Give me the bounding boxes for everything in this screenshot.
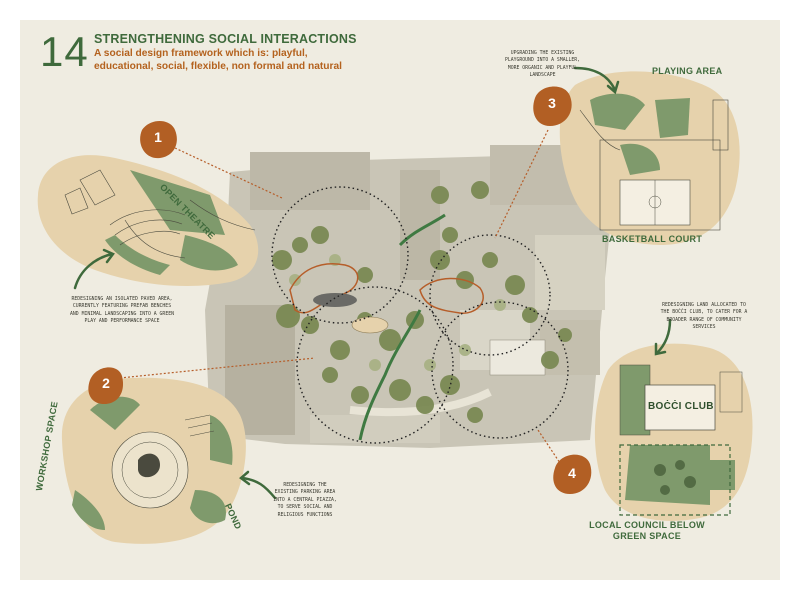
note-2: REDESIGNING THE EXISTING PARKING AREA IN… (265, 482, 345, 519)
note-3-line: MORE ORGANIC AND PLAYFUL (507, 65, 578, 71)
subtitle-line-1: A social design framework which is: play… (94, 48, 308, 59)
note-4: REDESIGNING LAND ALLOCATED TO THE BOĊĊI … (648, 302, 760, 332)
note-2-line: RELIGIOUS FUNCTIONS (277, 512, 333, 518)
note-2-line: TO SERVE SOCIAL AND (277, 505, 333, 511)
note-4-line: SERVICES (692, 325, 716, 331)
detail-playing-area (559, 71, 740, 245)
note-1-line: PLAY AND PERFORMANCE SPACE (84, 319, 160, 325)
detail-workshop-pond (61, 377, 246, 544)
page-title: STRENGTHENING SOCIAL INTERACTIONS (94, 32, 357, 46)
note-3-line: UPGRADING THE EXISTING (510, 51, 575, 56)
site-plan-artwork (37, 66, 753, 544)
note-3: UPGRADING THE EXISTING PLAYGROUND INTO A… (485, 50, 600, 80)
subtitle-line-2: educational, social, flexible, non forma… (94, 61, 342, 72)
note-4-line: BROADER RANGE OF COMMUNITY (666, 317, 742, 323)
note-3-line: LANDSCAPE (529, 73, 556, 79)
note-2-line: INTO A CENTRAL PIAZZA, (273, 497, 337, 503)
note-4-line: THE BOĊĊI CLUB, TO CATER FOR A (660, 310, 748, 316)
intervention-circles (271, 186, 569, 444)
label-basketball-court: BASKETBALL COURT (602, 234, 703, 244)
label-bocci-club: BOĊĊI CLUB (648, 401, 714, 412)
detail-open-theatre (37, 155, 259, 286)
label-local-council-2: GREEN SPACE (612, 531, 682, 541)
detail-bocci-club (594, 343, 753, 521)
marker-4-label: 4 (568, 465, 576, 481)
aerial-photo (205, 145, 610, 448)
board: 14 STRENGTHENING SOCIAL INTERACTIONS A s… (20, 20, 780, 580)
sheet-number: 14 (40, 28, 89, 75)
marker-3-label: 3 (548, 95, 556, 111)
note-2-line: REDESIGNING THE (283, 483, 327, 488)
label-local-council-1: LOCAL COUNCIL BELOW (589, 520, 705, 530)
note-4-line: REDESIGNING LAND ALLOCATED TO (662, 303, 746, 308)
note-1-line: CURRENTLY FEATURING PREFAB BENCHES (72, 304, 172, 310)
marker-2-label: 2 (102, 375, 110, 391)
arrows (73, 66, 672, 500)
note-2-line: EXISTING PARKING AREA (274, 490, 336, 496)
number-badges (88, 86, 592, 494)
note-3-line: PLAYGROUND INTO A SMALLER, (504, 58, 581, 64)
label-playing-area: PLAYING AREA (652, 66, 723, 76)
note-1-line: AND MINIMAL LANDSCAPING INTO A GREEN (70, 311, 174, 317)
note-1: REDESIGNING AN ISOLATED PAVED AREA, CURR… (52, 296, 192, 326)
note-1-line: REDESIGNING AN ISOLATED PAVED AREA, (71, 297, 173, 302)
marker-1-label: 1 (154, 129, 162, 145)
